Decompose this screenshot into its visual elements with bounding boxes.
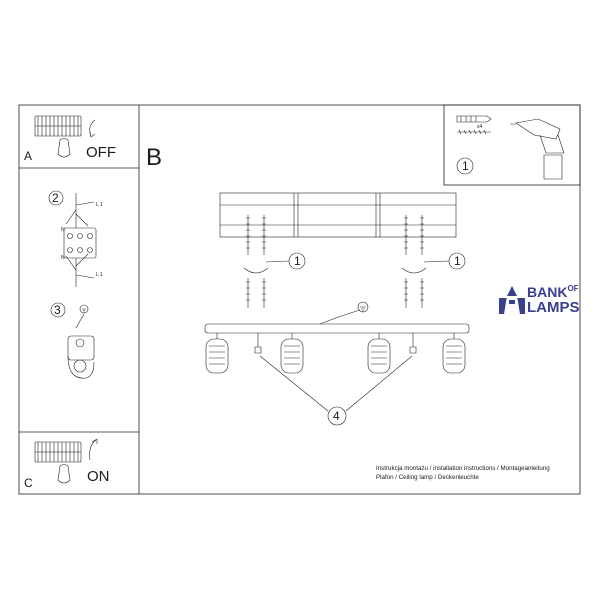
dowel-count: x4 bbox=[477, 124, 483, 130]
mount-left-number: 1 bbox=[294, 254, 301, 268]
spotlights-circle bbox=[327, 406, 347, 426]
step-1-tools-number: 1 bbox=[462, 159, 469, 173]
mount-right-circle bbox=[448, 252, 466, 270]
tools-box bbox=[443, 104, 581, 186]
watermark-logo: BANKOF LAMPS bbox=[498, 283, 600, 317]
wire-label-n-top: N bbox=[61, 227, 65, 233]
watermark-line-1: BANKOF bbox=[527, 284, 579, 300]
panel-b-letter: B bbox=[146, 144, 163, 171]
panel-a-letter: A bbox=[24, 149, 33, 163]
panel-c-action-label: ON bbox=[87, 468, 110, 485]
lighthouse-logo-icon bbox=[499, 286, 525, 314]
wiring-diagram bbox=[48, 190, 97, 287]
ceiling-section bbox=[219, 192, 457, 238]
caption-line-2: Plafon / Ceiling lamp / Deckenleuchte bbox=[376, 474, 479, 481]
wire-label-n-bottom: N bbox=[61, 255, 65, 261]
lamp-rail bbox=[204, 323, 470, 334]
spotlights-leader bbox=[259, 355, 329, 412]
mount-left-circle bbox=[288, 252, 306, 270]
wall-plug-icon bbox=[456, 115, 492, 123]
caption-line-1: Instrukcja montażu / installation instru… bbox=[376, 465, 550, 472]
step-1-tools-circle bbox=[456, 157, 474, 175]
spotlight bbox=[367, 338, 391, 374]
left-mounting-hardware bbox=[243, 215, 306, 308]
watermark-of: OF bbox=[567, 284, 579, 293]
spotlight bbox=[280, 338, 304, 374]
screw-icon bbox=[457, 129, 491, 135]
mount-right-number: 1 bbox=[454, 254, 461, 268]
switch-board-on-illustration bbox=[34, 438, 98, 484]
watermark-bank: BANK bbox=[527, 284, 568, 300]
step-2-circle bbox=[48, 190, 64, 206]
lamp-bar-assembly bbox=[204, 301, 470, 426]
mount-left-leader bbox=[265, 260, 290, 263]
spotlights-number: 4 bbox=[333, 409, 340, 423]
right-mounting-hardware bbox=[401, 215, 466, 308]
panel-a-action-label: OFF bbox=[86, 144, 116, 161]
wire-label-bottom: L 1 bbox=[96, 272, 103, 278]
panel-c-letter: C bbox=[24, 476, 33, 490]
spotlight bbox=[205, 338, 229, 374]
mount-right-leader bbox=[423, 260, 450, 263]
drill-icon bbox=[510, 118, 565, 180]
step-3-circle bbox=[50, 302, 66, 318]
step-2-number: 2 bbox=[52, 191, 59, 205]
ground-terminal-illustration bbox=[50, 302, 95, 379]
tools-illustration bbox=[456, 115, 565, 180]
spotlights-leader bbox=[345, 355, 413, 412]
spotlight bbox=[442, 338, 466, 374]
ground-icon bbox=[357, 301, 369, 313]
page-frame bbox=[18, 104, 581, 495]
step-3-number: 3 bbox=[54, 303, 61, 317]
ground-icon bbox=[79, 304, 89, 314]
wire-label-top: L 1 bbox=[96, 202, 103, 208]
watermark-line-2: LAMPS bbox=[527, 299, 580, 316]
switch-board-off-illustration bbox=[34, 115, 96, 158]
